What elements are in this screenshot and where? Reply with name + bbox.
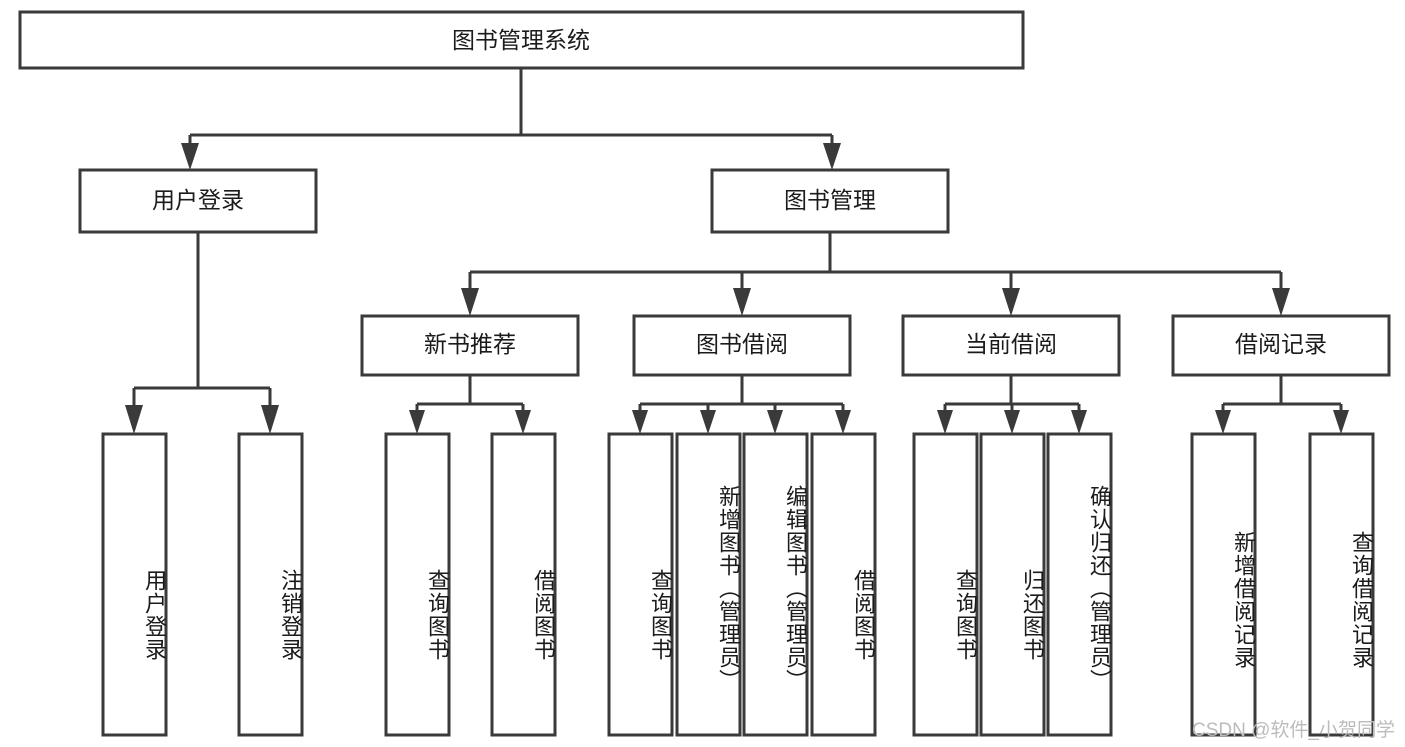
leaf-box-book-borrow-2[interactable] (742, 432, 809, 737)
leaf-box-new-book-0[interactable] (384, 432, 451, 737)
connector-book-borrow-to-leaves (632, 375, 851, 434)
node-borrow-record-label: 借阅记录 (1235, 331, 1327, 357)
leaf-box-user-login-1[interactable] (237, 432, 304, 737)
arrow-head-to-leaf-user-login (125, 405, 143, 434)
node-book-borrow[interactable]: 图书借阅 (632, 314, 852, 377)
connector-book-manage-to-level3 (461, 232, 1290, 316)
arrow-head-to-user-login (181, 143, 199, 170)
leaf-box-current-borrow-0[interactable] (912, 432, 979, 737)
leaf-box-user-login-0[interactable] (101, 432, 168, 737)
connector-user-login-to-leaves (125, 232, 279, 434)
leaf-box-book-borrow-3[interactable] (810, 432, 877, 737)
arrow-head-nb-leaf-1 (409, 410, 425, 434)
arrow-head-to-borrow-record (1272, 288, 1290, 316)
connector-borrow-record-to-leaves (1215, 375, 1349, 434)
leaf-box-current-borrow-2[interactable] (1046, 432, 1113, 737)
node-new-book-recommend-box[interactable] (360, 314, 580, 377)
leaf-box-book-borrow-1[interactable] (675, 432, 742, 737)
leaf-box-borrow-record-0[interactable] (1190, 432, 1257, 737)
leaf-box-book-borrow-0[interactable] (607, 432, 674, 737)
node-new-book-recommend[interactable]: 新书推荐 (360, 314, 580, 377)
leaf-box-current-borrow-1[interactable] (979, 432, 1046, 737)
arrow-head-br-leaf-1 (1215, 410, 1231, 434)
arrow-head-cb-leaf-2 (1004, 410, 1020, 434)
arrow-head-bb-leaf-4 (835, 410, 851, 434)
connector-root-to-level2 (181, 68, 841, 170)
node-root-label: 图书管理系统 (452, 27, 590, 53)
leaf-box-new-book-1[interactable] (490, 432, 557, 737)
arrow-head-to-current-borrow (1002, 288, 1020, 316)
node-book-borrow-label: 图书借阅 (696, 331, 788, 357)
node-book-manage-label: 图书管理 (784, 187, 876, 213)
arrow-head-bb-leaf-2 (700, 410, 716, 434)
node-borrow-record[interactable]: 借阅记录 (1171, 314, 1391, 377)
leaf-box-borrow-record-1[interactable] (1308, 432, 1375, 737)
arrow-head-bb-leaf-1 (632, 410, 648, 434)
node-book-manage[interactable]: 图书管理 (710, 168, 950, 234)
node-current-borrow-box[interactable] (901, 314, 1121, 377)
arrow-head-cb-leaf-3 (1071, 410, 1087, 434)
node-user-login-box[interactable] (78, 168, 318, 234)
connector-current-borrow-to-leaves (937, 375, 1087, 434)
arrow-head-to-book-manage (823, 143, 841, 170)
arrow-head-to-leaf-logout (261, 405, 279, 434)
node-user-login[interactable]: 用户登录 (78, 168, 318, 234)
node-new-book-recommend-label: 新书推荐 (424, 331, 516, 357)
arrow-head-nb-leaf-2 (515, 410, 531, 434)
node-root[interactable]: 图书管理系统 (18, 10, 1025, 70)
node-root-box[interactable] (18, 10, 1025, 70)
arrow-head-cb-leaf-1 (937, 410, 953, 434)
connector-new-book-to-leaves (409, 375, 531, 434)
node-user-login-label: 用户登录 (152, 187, 244, 213)
node-current-borrow-label: 当前借阅 (965, 331, 1057, 357)
arrow-head-bb-leaf-3 (767, 410, 783, 434)
node-current-borrow[interactable]: 当前借阅 (901, 314, 1121, 377)
arrow-head-to-book-borrow (733, 288, 751, 316)
arrow-head-br-leaf-2 (1333, 410, 1349, 434)
arrow-head-to-new-book (461, 288, 479, 316)
